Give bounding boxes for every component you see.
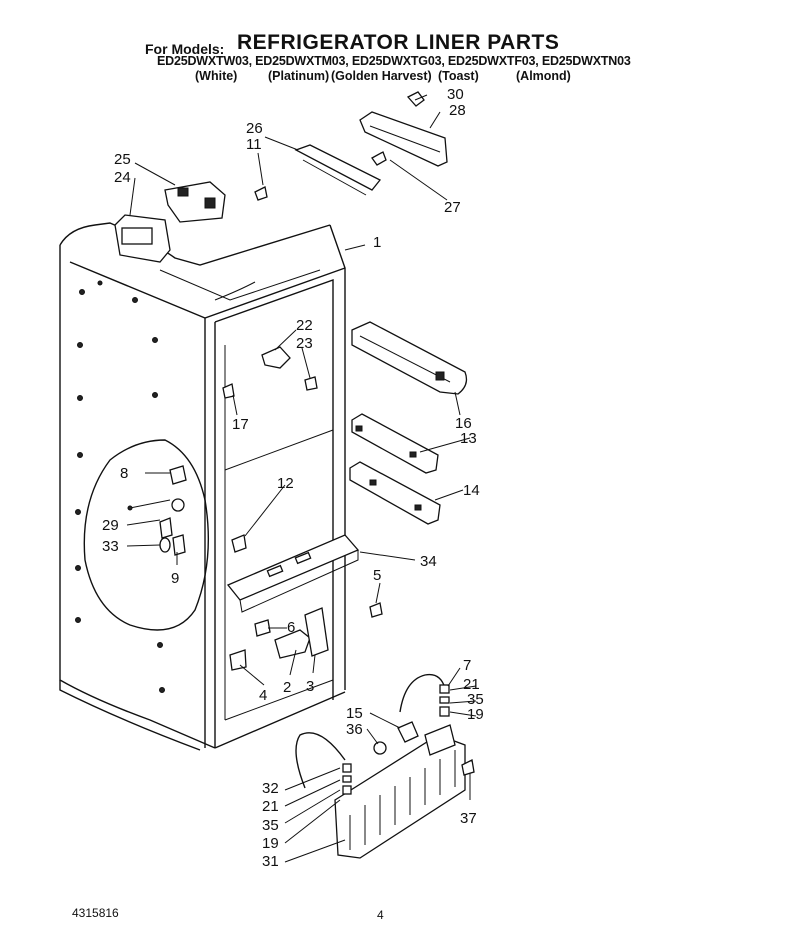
callout-6: 6 <box>287 619 295 636</box>
callout-29: 29 <box>102 517 119 534</box>
callout-15: 15 <box>346 705 363 722</box>
callout-31: 31 <box>262 853 279 870</box>
callout-26: 26 <box>246 120 263 137</box>
callout-3: 3 <box>306 678 314 695</box>
callout-2: 2 <box>283 679 291 696</box>
page-title: REFRIGERATOR LINER PARTS <box>237 31 560 54</box>
part-14 <box>349 461 441 525</box>
callout-35-upper: 35 <box>467 691 484 708</box>
callout-23: 23 <box>296 335 313 352</box>
callout-22: 22 <box>296 317 313 334</box>
color-white: (White) <box>195 69 238 83</box>
callout-19-upper: 19 <box>467 706 484 723</box>
callout-28: 28 <box>449 102 466 119</box>
callout-9: 9 <box>171 570 179 587</box>
callout-12: 12 <box>277 475 294 492</box>
callout-33: 33 <box>102 538 119 555</box>
lower-brackets <box>229 607 329 671</box>
callout-5: 5 <box>373 567 381 584</box>
part-24-25 <box>114 181 226 263</box>
callout-35-lower: 35 <box>262 817 279 834</box>
callout-19-lower: 19 <box>262 835 279 852</box>
callout-27: 27 <box>444 199 461 216</box>
small-parts <box>222 346 383 618</box>
model-numbers: ED25DWXTW03, ED25DWXTM03, ED25DWXTG03, E… <box>157 54 631 68</box>
callout-37: 37 <box>460 810 477 827</box>
callout-14: 14 <box>463 482 480 499</box>
callout-8: 8 <box>120 465 128 482</box>
callout-24: 24 <box>114 169 131 186</box>
callout-13: 13 <box>460 430 477 447</box>
part-34 <box>226 534 360 613</box>
callout-25: 25 <box>114 151 131 168</box>
callout-11: 11 <box>246 136 262 153</box>
color-toast: (Toast) <box>438 69 479 83</box>
callout-numbers: 1 2 3 4 5 6 7 8 9 11 12 13 14 15 16 17 1… <box>102 86 484 870</box>
callout-36: 36 <box>346 721 363 738</box>
callout-7: 7 <box>463 657 471 674</box>
callout-30: 30 <box>447 86 464 103</box>
callout-17: 17 <box>232 416 249 433</box>
callout-34: 34 <box>420 553 437 570</box>
liner-cabinet <box>59 222 346 751</box>
color-platinum: (Platinum) <box>268 69 330 83</box>
callout-21-lower: 21 <box>262 798 279 815</box>
for-models-label: For Models: <box>145 41 225 57</box>
light-assembly <box>127 465 187 556</box>
drain-pan-31 <box>295 673 475 859</box>
color-almond: (Almond) <box>516 69 571 83</box>
part-13 <box>351 413 439 474</box>
leader-lines <box>126 94 477 863</box>
callout-21-upper: 21 <box>463 676 480 693</box>
part-number: 4315816 <box>72 906 119 920</box>
callout-1: 1 <box>373 234 381 251</box>
color-golden-harvest: (Golden Harvest) <box>331 69 432 83</box>
page-number: 4 <box>377 908 384 922</box>
side-holes <box>75 280 165 693</box>
part-26 <box>294 144 382 196</box>
callout-16: 16 <box>455 415 472 432</box>
callout-32: 32 <box>262 780 279 797</box>
part-16 <box>351 321 468 395</box>
callout-4: 4 <box>259 687 267 704</box>
part-28-30 <box>359 91 448 167</box>
screws-11-27 <box>254 151 387 201</box>
